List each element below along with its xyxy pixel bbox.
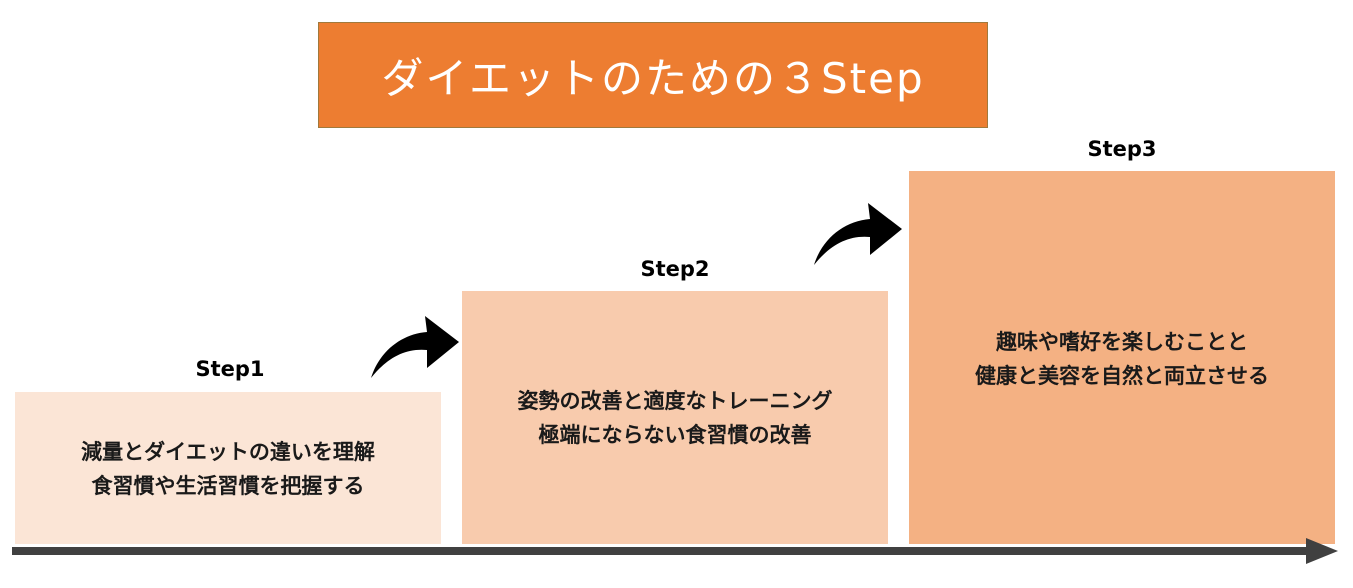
step2-text-line1: 姿勢の改善と適度なトレーニング [517,389,833,413]
diagram-title: ダイエットのための３Step [318,22,988,128]
step1-text-line2: 食習慣や生活習慣を把握する [91,474,365,498]
diagram-title-text: ダイエットのための３Step [381,53,925,103]
step3-text-line2: 健康と美容を自然と両立させる [975,364,1269,388]
step3-box: 趣味や嗜好を楽しむことと 健康と美容を自然と両立させる [909,171,1335,544]
step3-label: Step3 [1087,137,1157,161]
curved-arrow-icon-1 [371,316,459,378]
step1-label: Step1 [195,357,265,381]
curved-arrow-icon-2 [814,203,902,265]
step2-label: Step2 [640,257,710,281]
timeline-arrow-icon [12,538,1338,564]
step2-text-line2: 極端にならない食習慣の改善 [538,423,812,447]
step1-text-line1: 減量とダイエットの違いを理解 [81,440,375,464]
step2-box: 姿勢の改善と適度なトレーニング 極端にならない食習慣の改善 [462,291,888,544]
step1-box: 減量とダイエットの違いを理解 食習慣や生活習慣を把握する [15,392,441,544]
step3-text-line1: 趣味や嗜好を楽しむことと [996,330,1248,354]
